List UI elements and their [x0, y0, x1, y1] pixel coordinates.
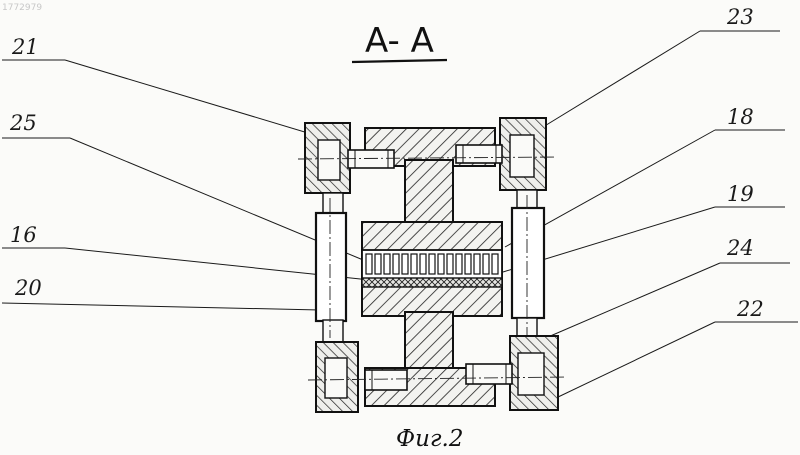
document-reference: 1772979 — [2, 3, 42, 13]
label-21: 21 — [11, 35, 39, 59]
section-title: A- A — [365, 21, 434, 61]
label-24: 24 — [726, 236, 754, 260]
label-20: 20 — [14, 276, 42, 300]
label-16: 16 — [10, 223, 37, 247]
figure-caption: Фиг.2 — [396, 426, 463, 452]
leader-22 — [556, 322, 798, 398]
label-18: 18 — [727, 105, 754, 129]
leader-20 — [2, 303, 320, 310]
label-23: 23 — [726, 5, 754, 29]
label-25: 25 — [9, 111, 37, 135]
leader-16 — [2, 248, 370, 280]
label-19: 19 — [727, 182, 754, 206]
leader-21 — [2, 60, 318, 136]
toothed-band — [362, 250, 502, 287]
label-22: 22 — [736, 297, 764, 321]
